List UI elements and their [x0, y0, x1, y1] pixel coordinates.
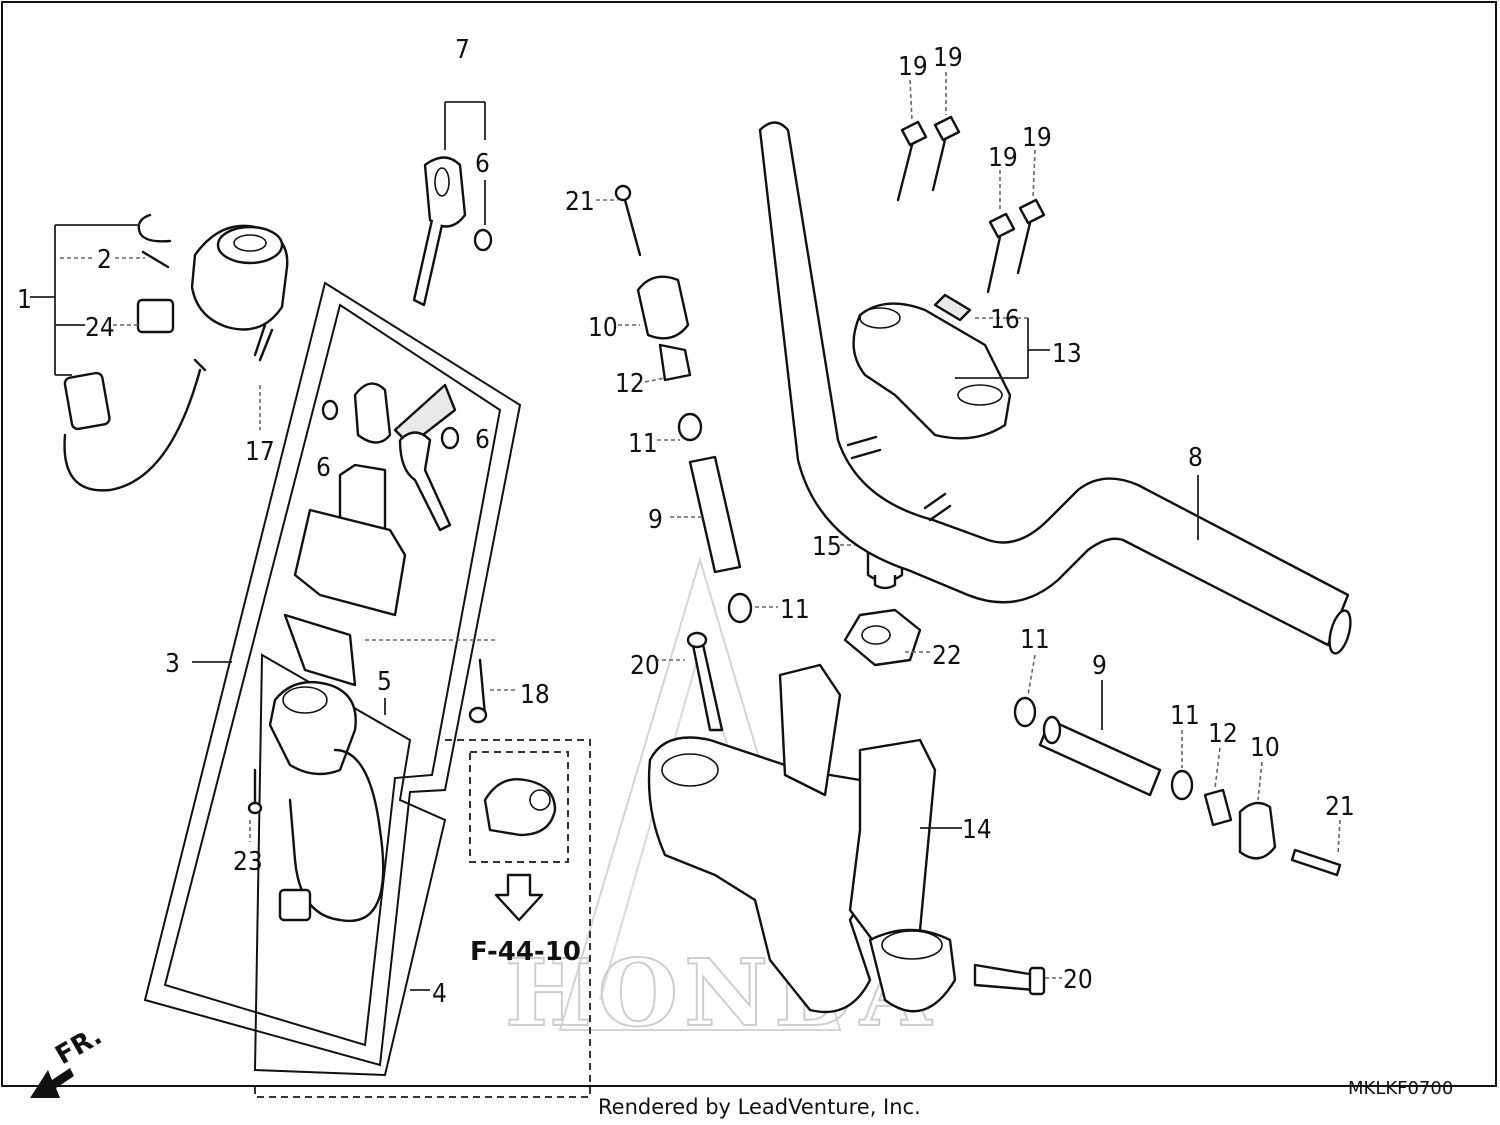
kit-outline-3 — [143, 281, 522, 1067]
part-top-bridge — [647, 631, 1046, 1014]
callout-22: 22 — [932, 641, 962, 671]
part-bar-end-left — [614, 184, 753, 624]
callout-3: 3 — [165, 649, 180, 679]
callout-14: 14 — [962, 815, 992, 845]
ref-leader-dashed — [254, 739, 591, 1098]
callout-4: 4 — [432, 979, 447, 1009]
callout-12-right: 12 — [1208, 719, 1238, 749]
callout-11-mid: 11 — [780, 595, 810, 625]
credit-text: Rendered by LeadVenture, Inc. — [598, 1095, 921, 1119]
part-switch-assembly — [63, 213, 289, 492]
callout-20-top: 20 — [630, 651, 660, 681]
front-label: FR. — [51, 1021, 108, 1071]
callout-10-top: 10 — [588, 313, 618, 343]
part-stem-nut — [843, 608, 922, 667]
callout-6-right: 6 — [475, 425, 490, 455]
callout-16: 16 — [990, 305, 1020, 335]
callout-7: 7 — [455, 35, 470, 65]
kit-outline-inner — [163, 303, 502, 1047]
callout-5: 5 — [377, 667, 392, 697]
diagram-code: MKLKF0700 — [1348, 1078, 1453, 1099]
callout-24: 24 — [85, 313, 115, 343]
callout-11-right-b: 11 — [1170, 701, 1200, 731]
callout-12-top: 12 — [615, 369, 645, 399]
callout-20-bottom: 20 — [1063, 965, 1093, 995]
callout-10-right: 10 — [1250, 733, 1280, 763]
callout-21-right: 21 — [1325, 792, 1355, 822]
ref-label: F-44-10 — [470, 937, 581, 967]
callout-17: 17 — [245, 437, 275, 467]
callout-11-top: 11 — [628, 429, 658, 459]
callout-21-top: 21 — [565, 187, 595, 217]
callout-1: 1 — [17, 285, 32, 315]
diagram-border — [1, 1, 1497, 1087]
callout-19-c: 19 — [988, 143, 1018, 173]
ref-arrow-down-icon — [494, 873, 544, 922]
callout-11-right-a: 11 — [1020, 625, 1050, 655]
callout-2: 2 — [97, 245, 112, 275]
front-arrow-icon — [30, 1068, 74, 1098]
callout-19-d: 19 — [1022, 123, 1052, 153]
callout-18: 18 — [520, 680, 550, 710]
callout-23: 23 — [233, 847, 263, 877]
part-bracket-ref — [483, 778, 557, 837]
callout-19-b: 19 — [933, 43, 963, 73]
part-receiver — [247, 681, 385, 923]
part-handlebar-holder — [852, 293, 1012, 440]
callout-19-a: 19 — [898, 52, 928, 82]
callout-6-top: 6 — [475, 149, 490, 179]
kit-outline-4 — [253, 653, 447, 1077]
callout-13: 13 — [1052, 339, 1082, 369]
part-bar-end-right — [1013, 696, 1342, 877]
callout-9-left: 9 — [648, 505, 663, 535]
part-ignition-switch — [283, 382, 495, 724]
callout-9-right: 9 — [1092, 651, 1107, 681]
callout-6-left: 6 — [316, 453, 331, 483]
callout-8: 8 — [1188, 443, 1203, 473]
part-key — [412, 156, 493, 307]
part-handlebar — [758, 121, 1352, 655]
part-holder-bolts — [896, 115, 1046, 294]
ref-box — [469, 751, 569, 863]
callout-15: 15 — [812, 532, 842, 562]
